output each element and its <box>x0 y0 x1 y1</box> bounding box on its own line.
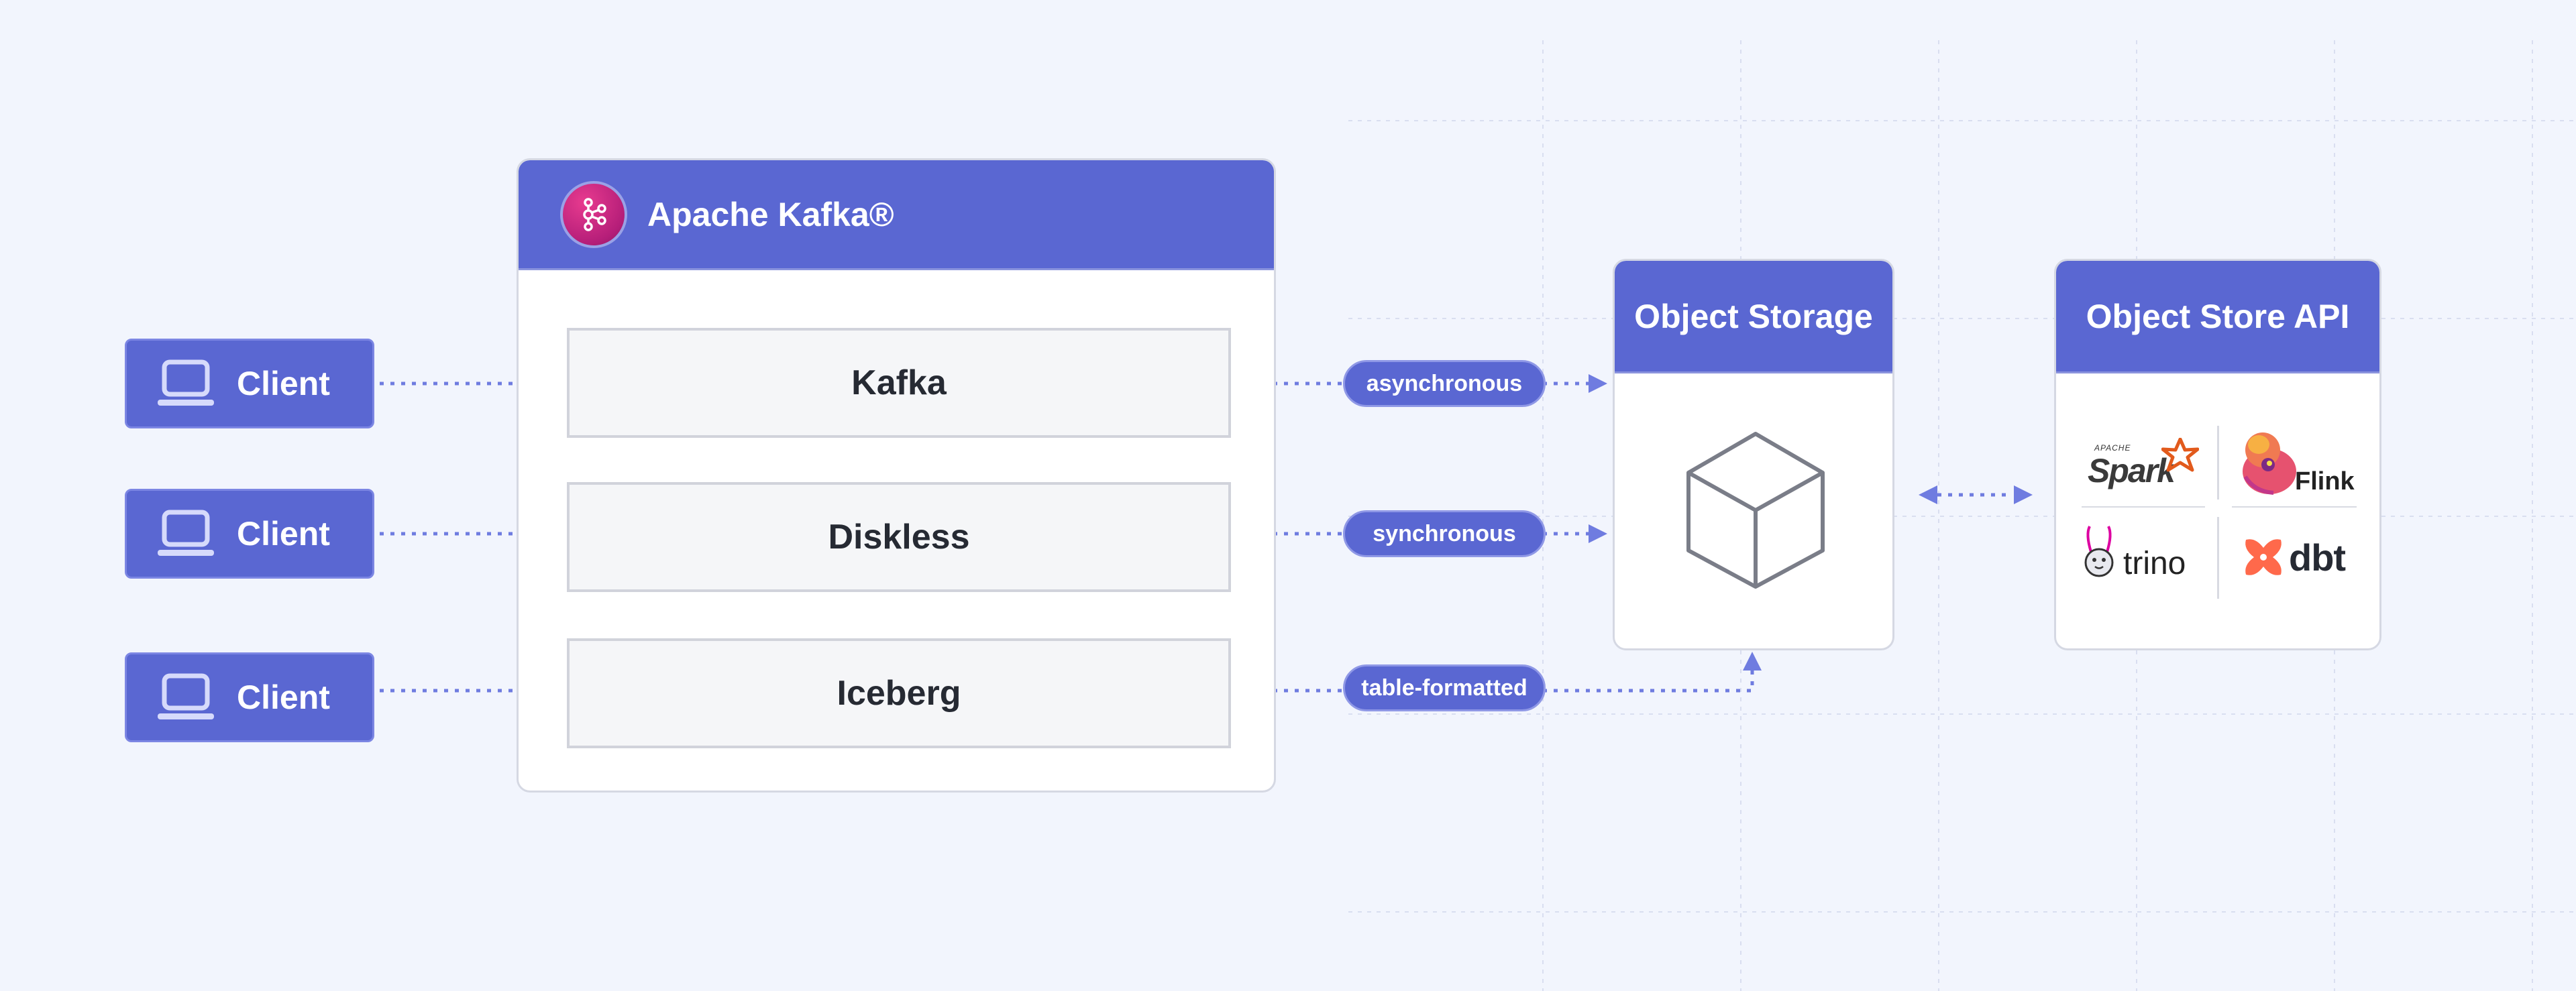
asynchronous-label: asynchronous <box>1343 360 1546 407</box>
dbt-logo: dbt <box>2224 516 2371 596</box>
iceberg-layer: Iceberg <box>567 638 1231 748</box>
trino-bunny-icon <box>2082 525 2118 582</box>
diskless-layer: Diskless <box>567 482 1231 592</box>
laptop-icon <box>155 671 217 724</box>
object-store-api-panel: Object Store API APACHE Spark <box>2054 259 2381 650</box>
synchronous-label: synchronous <box>1343 510 1546 557</box>
client-label: Client <box>237 515 330 552</box>
object-store-api-title: Object Store API <box>2056 261 2379 373</box>
divider <box>2082 506 2205 508</box>
laptop-icon <box>155 357 217 410</box>
trino-logo-text: trino <box>2123 546 2186 581</box>
cube-icon <box>1682 428 1829 593</box>
client-box-1: Client <box>125 339 374 428</box>
dbt-mark-icon <box>2242 536 2285 582</box>
flink-logo-text: Flink <box>2295 467 2355 496</box>
object-storage-title: Object Storage <box>1615 261 1892 373</box>
flink-squirrel-icon <box>2239 430 2303 500</box>
trino-logo: trino <box>2070 516 2214 596</box>
client-label: Client <box>237 679 330 716</box>
client-label: Client <box>237 365 330 402</box>
spark-logo: APACHE Spark <box>2070 427 2214 501</box>
laptop-icon <box>155 507 217 561</box>
table-arrow-right <box>1543 669 1754 693</box>
object-storage-panel: Object Storage <box>1613 259 1894 650</box>
table-formatted-label: table-formatted <box>1343 664 1546 711</box>
engine-logo-grid: APACHE Spark <box>2056 373 2379 648</box>
divider <box>2232 506 2357 508</box>
kafka-layer: Kafka <box>567 328 1231 438</box>
divider <box>2217 426 2219 500</box>
kafka-panel-header: Apache Kafka® <box>519 160 1274 270</box>
spark-logo-super: APACHE <box>2094 443 2131 453</box>
kafka-panel-title: Apache Kafka® <box>647 195 894 233</box>
arrowhead <box>1919 485 1937 504</box>
spark-logo-text: Spark <box>2088 452 2176 489</box>
arrowhead <box>2014 485 2033 504</box>
client-box-2: Client <box>125 489 374 579</box>
dbt-logo-text: dbt <box>2289 536 2346 579</box>
client-box-3: Client <box>125 652 374 742</box>
apache-kafka-panel: Apache Kafka® Kafka Diskless Iceberg <box>517 158 1276 793</box>
arrowhead <box>1743 652 1762 671</box>
kafka-logo-icon <box>560 180 627 248</box>
arrowhead <box>1589 374 1607 393</box>
divider <box>2217 517 2219 599</box>
spark-star-icon <box>2161 437 2200 476</box>
flink-logo: Flink <box>2224 426 2371 501</box>
arrowhead <box>1589 524 1607 543</box>
